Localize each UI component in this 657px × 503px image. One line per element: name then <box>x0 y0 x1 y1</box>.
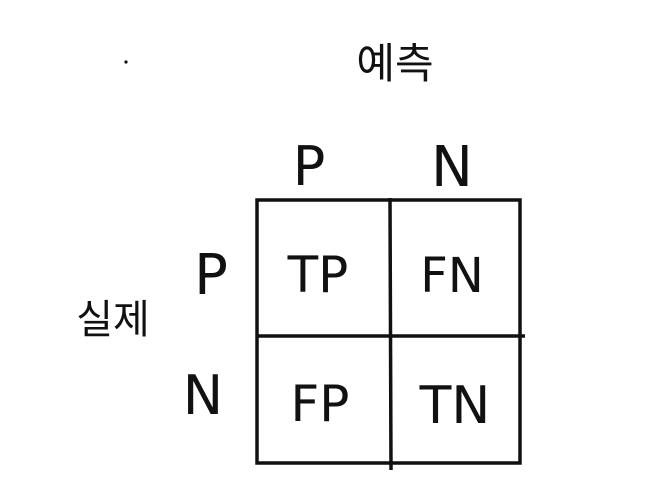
matrix-grid <box>255 197 525 471</box>
predicted-axis-label: 예측 <box>356 39 433 88</box>
row-header-p: P <box>194 243 228 308</box>
cell-false-positive: FP <box>291 375 350 433</box>
column-header-p: P <box>293 135 326 198</box>
actual-axis-label: 실제 <box>76 297 150 343</box>
cell-false-negative: FN <box>420 248 484 304</box>
cell-true-positive: TP <box>287 246 349 304</box>
cell-true-negative: TN <box>419 376 491 436</box>
row-header-n: N <box>183 364 223 427</box>
matrix-vertical-divider <box>388 197 393 471</box>
column-header-n: N <box>431 135 473 200</box>
stray-dot <box>124 60 128 64</box>
